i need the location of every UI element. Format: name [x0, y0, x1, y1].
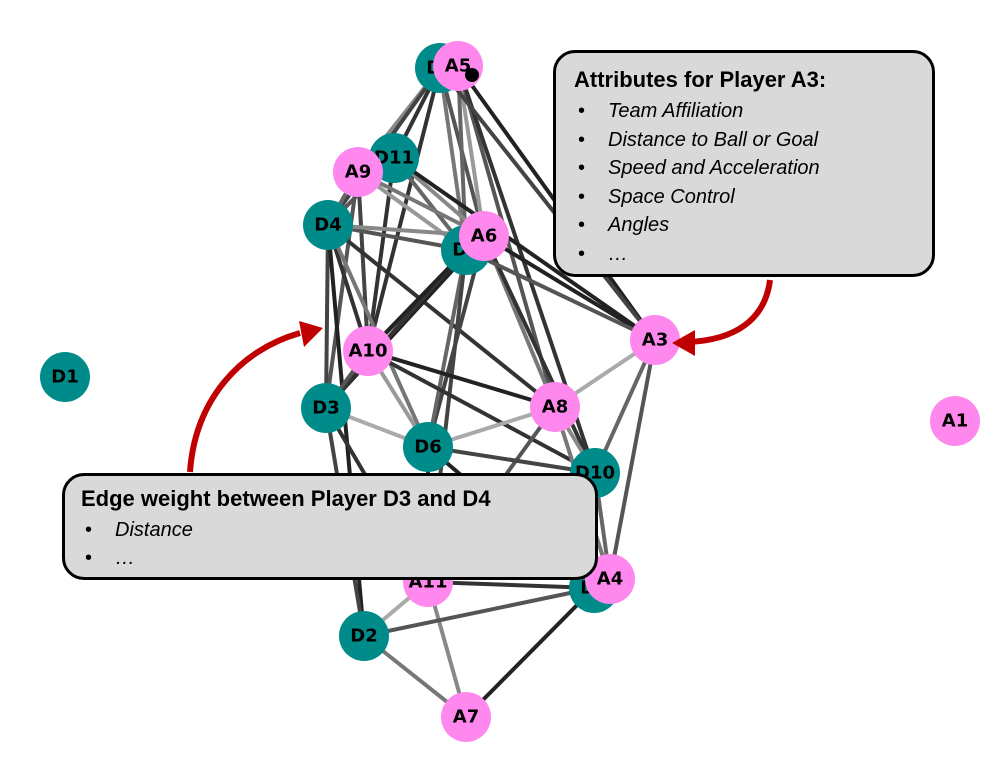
- node-circle: [459, 211, 509, 261]
- list-item: • Team Affiliation: [574, 97, 914, 126]
- node-circle: [301, 383, 351, 433]
- node-circle: [585, 554, 635, 604]
- edge-d8-d6: [426, 249, 468, 448]
- node-label: A6: [471, 226, 497, 247]
- bullet-mark: •: [578, 214, 586, 236]
- edge-d5-a10: [366, 67, 442, 352]
- list-item: • Distance to Ball or Goal: [574, 126, 914, 155]
- list-item-text: Angles: [608, 214, 670, 236]
- edge-a11-d7: [427, 580, 595, 590]
- node-label: A10: [349, 341, 388, 362]
- arrow-to-d3-d4-edge-head: [299, 321, 323, 347]
- bullet-mark: •: [578, 100, 586, 122]
- ball-marker: [465, 68, 479, 82]
- edge-a10-a8: [367, 349, 556, 409]
- list-item: • Speed and Acceleration: [574, 154, 914, 183]
- node-a6: A6: [459, 211, 509, 261]
- edge-d2-d7: [363, 586, 595, 638]
- edge-d4-a8: [326, 223, 557, 409]
- node-a10: A10: [343, 326, 393, 376]
- edge-d7-a7: [464, 586, 596, 719]
- node-circle: [441, 692, 491, 742]
- node-label: D4: [314, 215, 341, 236]
- node-label: A8: [542, 397, 568, 418]
- node-d2: D2: [339, 611, 389, 661]
- node-circle: [333, 147, 383, 197]
- node-label: A5: [445, 56, 471, 77]
- edge-a3-a4: [608, 339, 657, 580]
- edge-a9-d3: [324, 171, 360, 409]
- node-d6: D6: [403, 422, 453, 472]
- node-label: D2: [350, 626, 377, 647]
- bullet-mark: •: [578, 185, 586, 208]
- node-a4: A4: [585, 554, 635, 604]
- list-item-text: …: [608, 242, 628, 265]
- player-attributes-callout: Attributes for Player A3: • Team Affiliat…: [553, 50, 935, 277]
- node-label: D6: [414, 437, 441, 458]
- node-a7: A7: [441, 692, 491, 742]
- node-d4: D4: [303, 200, 353, 250]
- bullet-mark: •: [578, 157, 586, 179]
- list-item-text: …: [115, 547, 135, 569]
- bullet-mark: •: [578, 128, 586, 151]
- node-circle: [40, 352, 90, 402]
- bullet-mark: •: [578, 242, 586, 265]
- list-item-text: Distance to Ball or Goal: [608, 128, 819, 151]
- list-item-text: Distance: [115, 519, 193, 541]
- list-item: •…: [574, 240, 914, 269]
- edge-d8-a3: [465, 248, 656, 342]
- attributes-list: • Team Affiliation • Distance to Ball or Go…: [574, 97, 914, 268]
- list-item: • Space Control: [574, 183, 914, 212]
- list-item-text: Team Affiliation: [608, 100, 744, 122]
- node-circle: [343, 326, 393, 376]
- node-circle: [303, 200, 353, 250]
- edge-a6-d10: [482, 235, 597, 474]
- arrow-to-d3-d4-edge: [187, 330, 301, 473]
- edge-d11-a3: [392, 156, 657, 342]
- node-label: A3: [642, 330, 668, 351]
- node-label: D11: [374, 148, 414, 169]
- edge-a10-d10: [367, 349, 596, 475]
- node-label: A4: [597, 569, 623, 590]
- node-label: D3: [312, 398, 339, 419]
- bullet-mark: •: [85, 519, 93, 541]
- node-a9: A9: [333, 147, 383, 197]
- list-item-text: Space Control: [608, 185, 735, 208]
- arrow-to-a3: [687, 279, 773, 345]
- edge-d6-d10: [427, 445, 596, 475]
- list-item-text: Speed and Acceleration: [608, 157, 820, 179]
- edge-weight-title: Edge weight between Player D3 and D4: [81, 486, 491, 511]
- node-d3: D3: [301, 383, 351, 433]
- node-a5: A5: [433, 41, 483, 91]
- node-circle: [630, 315, 680, 365]
- node-circle: [530, 382, 580, 432]
- node-a8: A8: [530, 382, 580, 432]
- node-d1: D1: [40, 352, 90, 402]
- node-a1: A1: [930, 396, 980, 446]
- bullet-mark: •: [85, 547, 93, 569]
- list-item: • Angles: [574, 211, 914, 240]
- node-a3: A3: [630, 315, 680, 365]
- attributes-title: Attributes for Player A3:: [574, 67, 827, 92]
- node-label: A7: [453, 707, 479, 728]
- nodes-layer: D1A1D5A5D11A9D4D8A6A10A3D3A8D6D10A11D7A4…: [40, 41, 980, 742]
- node-label: A9: [345, 162, 371, 183]
- edge-d4-d3: [324, 224, 330, 409]
- node-circle: [403, 422, 453, 472]
- list-item: • Distance: [81, 516, 579, 544]
- edge-d5-a3: [438, 66, 657, 342]
- node-circle: [339, 611, 389, 661]
- node-circle: [930, 396, 980, 446]
- arrow-to-a3-head: [672, 330, 695, 356]
- edge-a6-a3: [482, 234, 657, 342]
- node-label: D1: [51, 367, 78, 388]
- node-label: A1: [942, 411, 968, 432]
- edge-weight-callout: Edge weight between Player D3 and D4 • Di…: [62, 473, 598, 580]
- edge-d5-d8: [438, 67, 468, 251]
- list-item: •…: [81, 544, 579, 572]
- edge-weight-list: •Distance•…: [81, 516, 579, 572]
- edge-a9-a10: [356, 171, 370, 352]
